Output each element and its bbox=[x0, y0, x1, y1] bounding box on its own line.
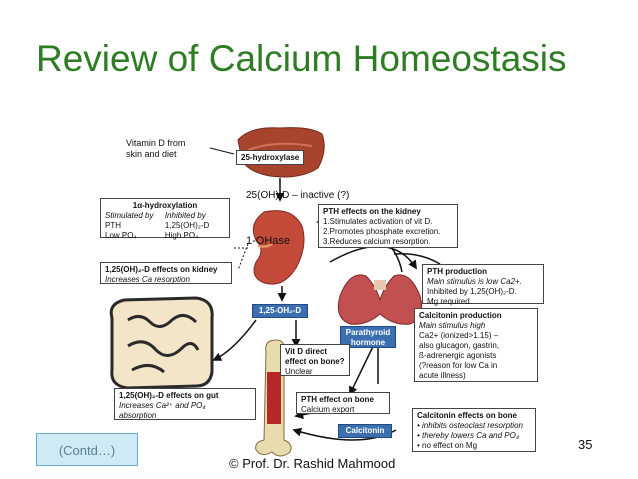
pth-bone-box: PTH effect on bone Calcium export bbox=[296, 392, 390, 414]
slide-title: Review of Calcium Homeostasis bbox=[36, 38, 567, 79]
inactive-form-label: 25(OH)-D – inactive (?) bbox=[246, 190, 350, 201]
pth-production-box: PTH production Main stimulus is low Ca2+… bbox=[422, 264, 544, 306]
calcitonin-production-box: Calcitonin production Main stimulus high… bbox=[414, 308, 538, 382]
liver-enzyme-label: 25-hydroxylase bbox=[236, 150, 305, 165]
kidney-shape bbox=[252, 210, 305, 285]
kidney-enzyme-label: 1-OHase bbox=[246, 235, 291, 247]
gut-effects-box: 1,25(OH)₂-D effects on gut Increases Ca²… bbox=[114, 388, 256, 420]
thyroid-shape bbox=[337, 274, 423, 325]
vitd-kidney-effects-box: 1,25(OH)₂-D effects on kidney Increases … bbox=[100, 262, 232, 284]
active-vitd-tag: 1,25-OH₂-D bbox=[252, 304, 308, 318]
vitd-bone-box: Vit D direct effect on bone?Unclear bbox=[280, 344, 350, 376]
calcitonin-tag: Calcitonin bbox=[338, 424, 392, 438]
contd-button[interactable]: (Contd…) bbox=[36, 433, 138, 466]
page-number: 35 bbox=[578, 437, 593, 452]
calcitonin-bone-box: Calcitonin effects on bone • inhibits os… bbox=[412, 408, 536, 452]
intestine-shape bbox=[109, 296, 214, 390]
pth-kidney-effects-box: PTH effects on the kidney 1.Stimulates a… bbox=[318, 204, 458, 248]
author-credit: © Prof. Dr. Rashid Mahmood bbox=[229, 456, 396, 471]
